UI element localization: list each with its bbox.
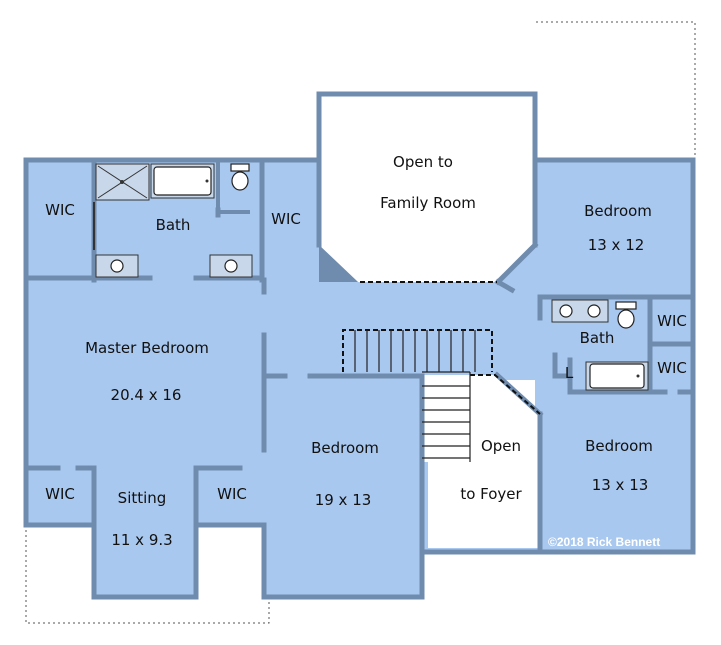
bedroom-center-name: Bedroom <box>311 439 379 457</box>
bedroom-center-size: 19 x 13 <box>315 491 372 509</box>
bedroom-ne-size: 13 x 12 <box>588 236 645 254</box>
staircase <box>354 330 476 462</box>
wic-east-2-label: WIC <box>657 359 687 377</box>
open-to-family-label-1: Open to <box>393 153 453 171</box>
foyer-opening <box>470 374 541 415</box>
sink-master-right <box>209 254 253 278</box>
toilet-master <box>230 163 250 191</box>
wic-sitting-left-label: WIC <box>45 485 75 503</box>
master-bedroom-name: Master Bedroom <box>85 339 209 357</box>
bedroom-se-name: Bedroom <box>585 437 653 455</box>
wic-sitting-right-label: WIC <box>217 485 247 503</box>
master-bedroom-size: 20.4 x 16 <box>111 386 182 404</box>
east-bath-label: Bath <box>580 329 615 347</box>
open-to-foyer-label-2: to Foyer <box>460 485 522 503</box>
sitting-size: 11 x 9.3 <box>111 531 172 549</box>
family-corner-wedge <box>319 245 358 282</box>
open-to-family-label-2: Family Room <box>380 194 476 212</box>
wic-east-1-label: WIC <box>657 312 687 330</box>
master-bath-label: Bath <box>156 216 191 234</box>
shower-fixture <box>95 163 150 201</box>
sink-master-left <box>95 254 139 278</box>
wic-master-left-label: WIC <box>45 201 75 219</box>
bathtub-master <box>150 163 215 199</box>
upper-right-outline <box>536 21 696 158</box>
linen-label: L <box>565 364 574 382</box>
open-to-foyer-label-1: Open <box>481 437 521 455</box>
bedroom-se-size: 13 x 13 <box>592 476 649 494</box>
stair-opening-top <box>342 329 493 372</box>
copyright-text: ©2018 Rick Bennett <box>548 535 660 549</box>
bathtub-east <box>585 361 649 391</box>
walls <box>23 91 696 600</box>
sitting-name: Sitting <box>118 489 167 507</box>
toilet-east <box>615 301 637 329</box>
open-to-foyer-void <box>422 375 540 548</box>
wic-master-right-label: WIC <box>271 210 301 228</box>
vanity-east <box>551 299 609 323</box>
open-to-family-void <box>319 94 535 282</box>
bedroom-ne-name: Bedroom <box>584 202 652 220</box>
